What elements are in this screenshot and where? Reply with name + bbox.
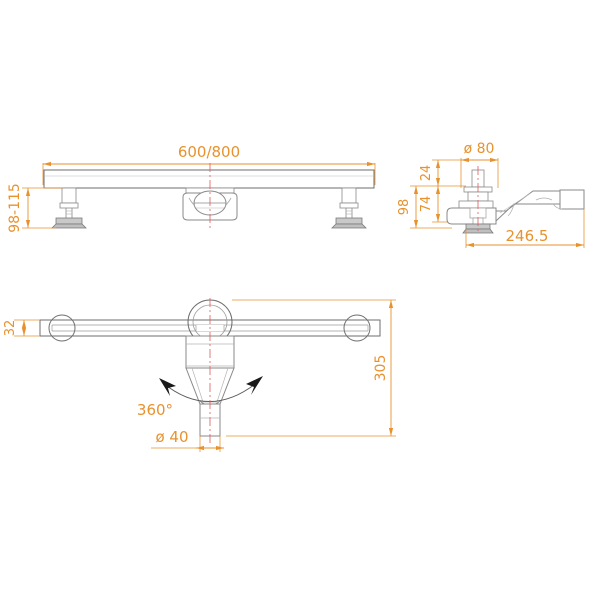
plan-foot-left: [48, 314, 76, 342]
dimension-overall-length: 600/800: [42, 143, 376, 185]
dimension-overall-depth: 305: [226, 299, 396, 437]
dimension-overall-depth-label: 305: [373, 355, 389, 382]
dimension-flange-diameter: ø 80: [460, 141, 499, 188]
dimension-upper-offset-label: 24: [419, 165, 434, 182]
side-section-detail-view: ø 80 24 98 74: [397, 141, 585, 248]
dimension-total-height: 98: [397, 185, 452, 229]
leveling-foot-right: [331, 187, 367, 229]
plan-bottom-view: 360° 32 305 ø 40: [3, 298, 396, 452]
dimension-outlet-reach: 246.5: [465, 209, 585, 248]
plan-foot-right: [343, 314, 371, 342]
dimension-flange-diameter-label: ø 80: [464, 141, 495, 157]
dimension-body-height-label: 74: [419, 196, 434, 213]
dimension-upper-offset: 24: [419, 159, 466, 187]
dimension-channel-width: 32: [3, 319, 40, 337]
front-elevation-view: 600/800: [7, 143, 376, 233]
dimension-outlet-reach-label: 246.5: [506, 227, 549, 245]
rotation-arrow-right-icon: [246, 376, 263, 395]
leveling-foot-left: [51, 187, 87, 229]
dimension-adjustable-height: 98-115: [7, 183, 62, 233]
dimension-channel-width-label: 32: [3, 320, 18, 337]
dimension-total-height-label: 98: [397, 199, 412, 216]
dimension-outlet-diameter-label: ø 40: [155, 428, 188, 446]
dimension-rotation-range-label: 360°: [137, 401, 173, 419]
outlet-pipe-angled: [495, 189, 585, 223]
rotation-arrow-left-icon: [159, 378, 176, 396]
dimension-overall-length-label: 600/800: [178, 143, 240, 161]
dimension-adjustable-height-label: 98-115: [7, 183, 23, 233]
rotation-arc-360: 360°: [137, 376, 263, 419]
dimension-outlet-diameter: ø 40: [151, 428, 224, 452]
channel-body-profile: [43, 169, 375, 189]
dimension-body-height: 74: [419, 186, 452, 223]
